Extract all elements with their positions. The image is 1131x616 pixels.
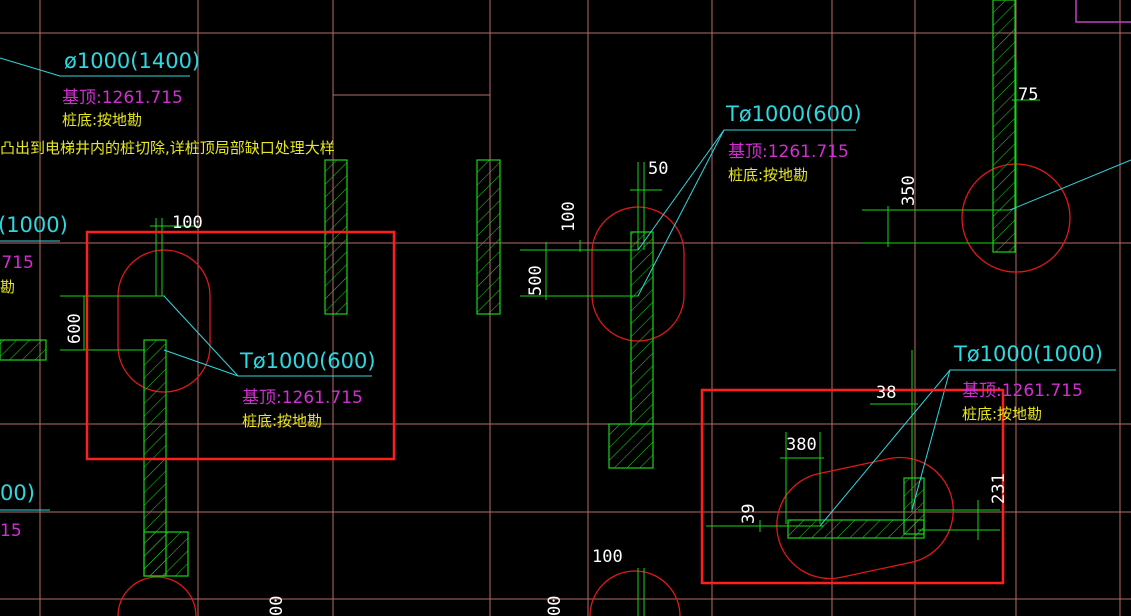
dim-text-38: 38: [876, 383, 896, 403]
selection-frames: [85, 230, 1005, 585]
dim-text-350: 350: [899, 175, 919, 206]
leader-center-b: [637, 129, 725, 297]
leader-right-top: [1009, 159, 1131, 211]
annotation-left-partial-1: (1000) .715 勘: [0, 213, 68, 296]
pile-label: (1000): [0, 213, 68, 237]
annotation-top-left: ø1000(1400) 基顶:1261.715 桩底:按地勘 凸出到电梯井内的桩…: [0, 49, 335, 157]
top-elevation-label: .715: [0, 253, 34, 273]
bottom-label: 桩底:按地勘: [62, 111, 142, 129]
selection-frame-left[interactable]: [85, 230, 396, 461]
dim-text-231: 231: [989, 473, 1009, 504]
dim-text-00-b: 00: [545, 596, 565, 616]
wall-h: [787, 519, 925, 539]
dim-text-500: 500: [526, 265, 546, 296]
annotation-center-left: Tø1000(600) 基顶:1261.715 桩底:按地勘: [239, 349, 376, 430]
leader-center-left-b: [163, 349, 239, 377]
note-text: 凸出到电梯井内的桩切除,详桩顶局部缺口处理大样: [0, 139, 335, 157]
walls: [0, 0, 1016, 577]
annotation-left-partial-2: 00) 15: [0, 481, 35, 541]
dim-text-600: 600: [65, 313, 85, 344]
pile-label: ø1000(1400): [64, 49, 200, 73]
top-elevation-label: 基顶:1261.715: [242, 388, 363, 408]
dim-text-100-c: 100: [592, 547, 623, 567]
pile-oval-right-bottom: [776, 456, 954, 580]
wall-f: [992, 0, 1016, 253]
pile-label: Tø1000(600): [725, 102, 862, 126]
bottom-label: 桩底:按地勘: [242, 412, 322, 430]
top-elevation-label: 基顶:1261.715: [62, 88, 183, 108]
bottom-label: 勘: [0, 278, 15, 296]
top-elevation-label: 基顶:1261.715: [728, 142, 849, 162]
pile-label: 00): [0, 481, 35, 505]
top-elevation-label: 15: [0, 521, 22, 541]
dimension-texts: 100 600 50 100 500 75 350 38 380 39 231 …: [65, 85, 1038, 616]
bottom-label: 桩底:按地勘: [962, 405, 1042, 423]
dim-text-380: 380: [786, 435, 817, 455]
leader-lines: [0, 57, 1131, 527]
dim-text-39: 39: [739, 504, 759, 524]
top-elevation-label: 基顶:1261.715: [962, 381, 1083, 401]
selection-frame-right[interactable]: [700, 388, 1005, 585]
bottom-label: 桩底:按地勘: [728, 166, 808, 184]
corner-frame: [1075, 0, 1131, 23]
pile-arc-bottom-left: [117, 576, 197, 616]
pile-label: Tø1000(600): [239, 349, 376, 373]
dim-text-50: 50: [648, 159, 668, 179]
wall-b: [476, 159, 501, 315]
dim-text-100-a: 100: [172, 213, 203, 233]
leader-top-left: [0, 57, 190, 77]
wall-a: [324, 159, 348, 315]
dim-text-75: 75: [1018, 85, 1038, 105]
dim-text-00-a: 00: [267, 596, 287, 616]
wall-d: [0, 339, 47, 361]
pile-arc-bottom-center: [589, 570, 681, 616]
wall-e-foot: [608, 423, 654, 469]
dim-text-100-b: 100: [559, 201, 579, 232]
annotation-right: Tø1000(1000) 基顶:1261.715 桩底:按地勘: [953, 342, 1103, 423]
wall-e: [630, 231, 654, 425]
annotation-center: Tø1000(600) 基顶:1261.715 桩底:按地勘: [725, 102, 862, 184]
leader-right-b: [911, 369, 951, 511]
pile-label: Tø1000(1000): [953, 342, 1103, 366]
wall-c-foot: [143, 531, 189, 577]
